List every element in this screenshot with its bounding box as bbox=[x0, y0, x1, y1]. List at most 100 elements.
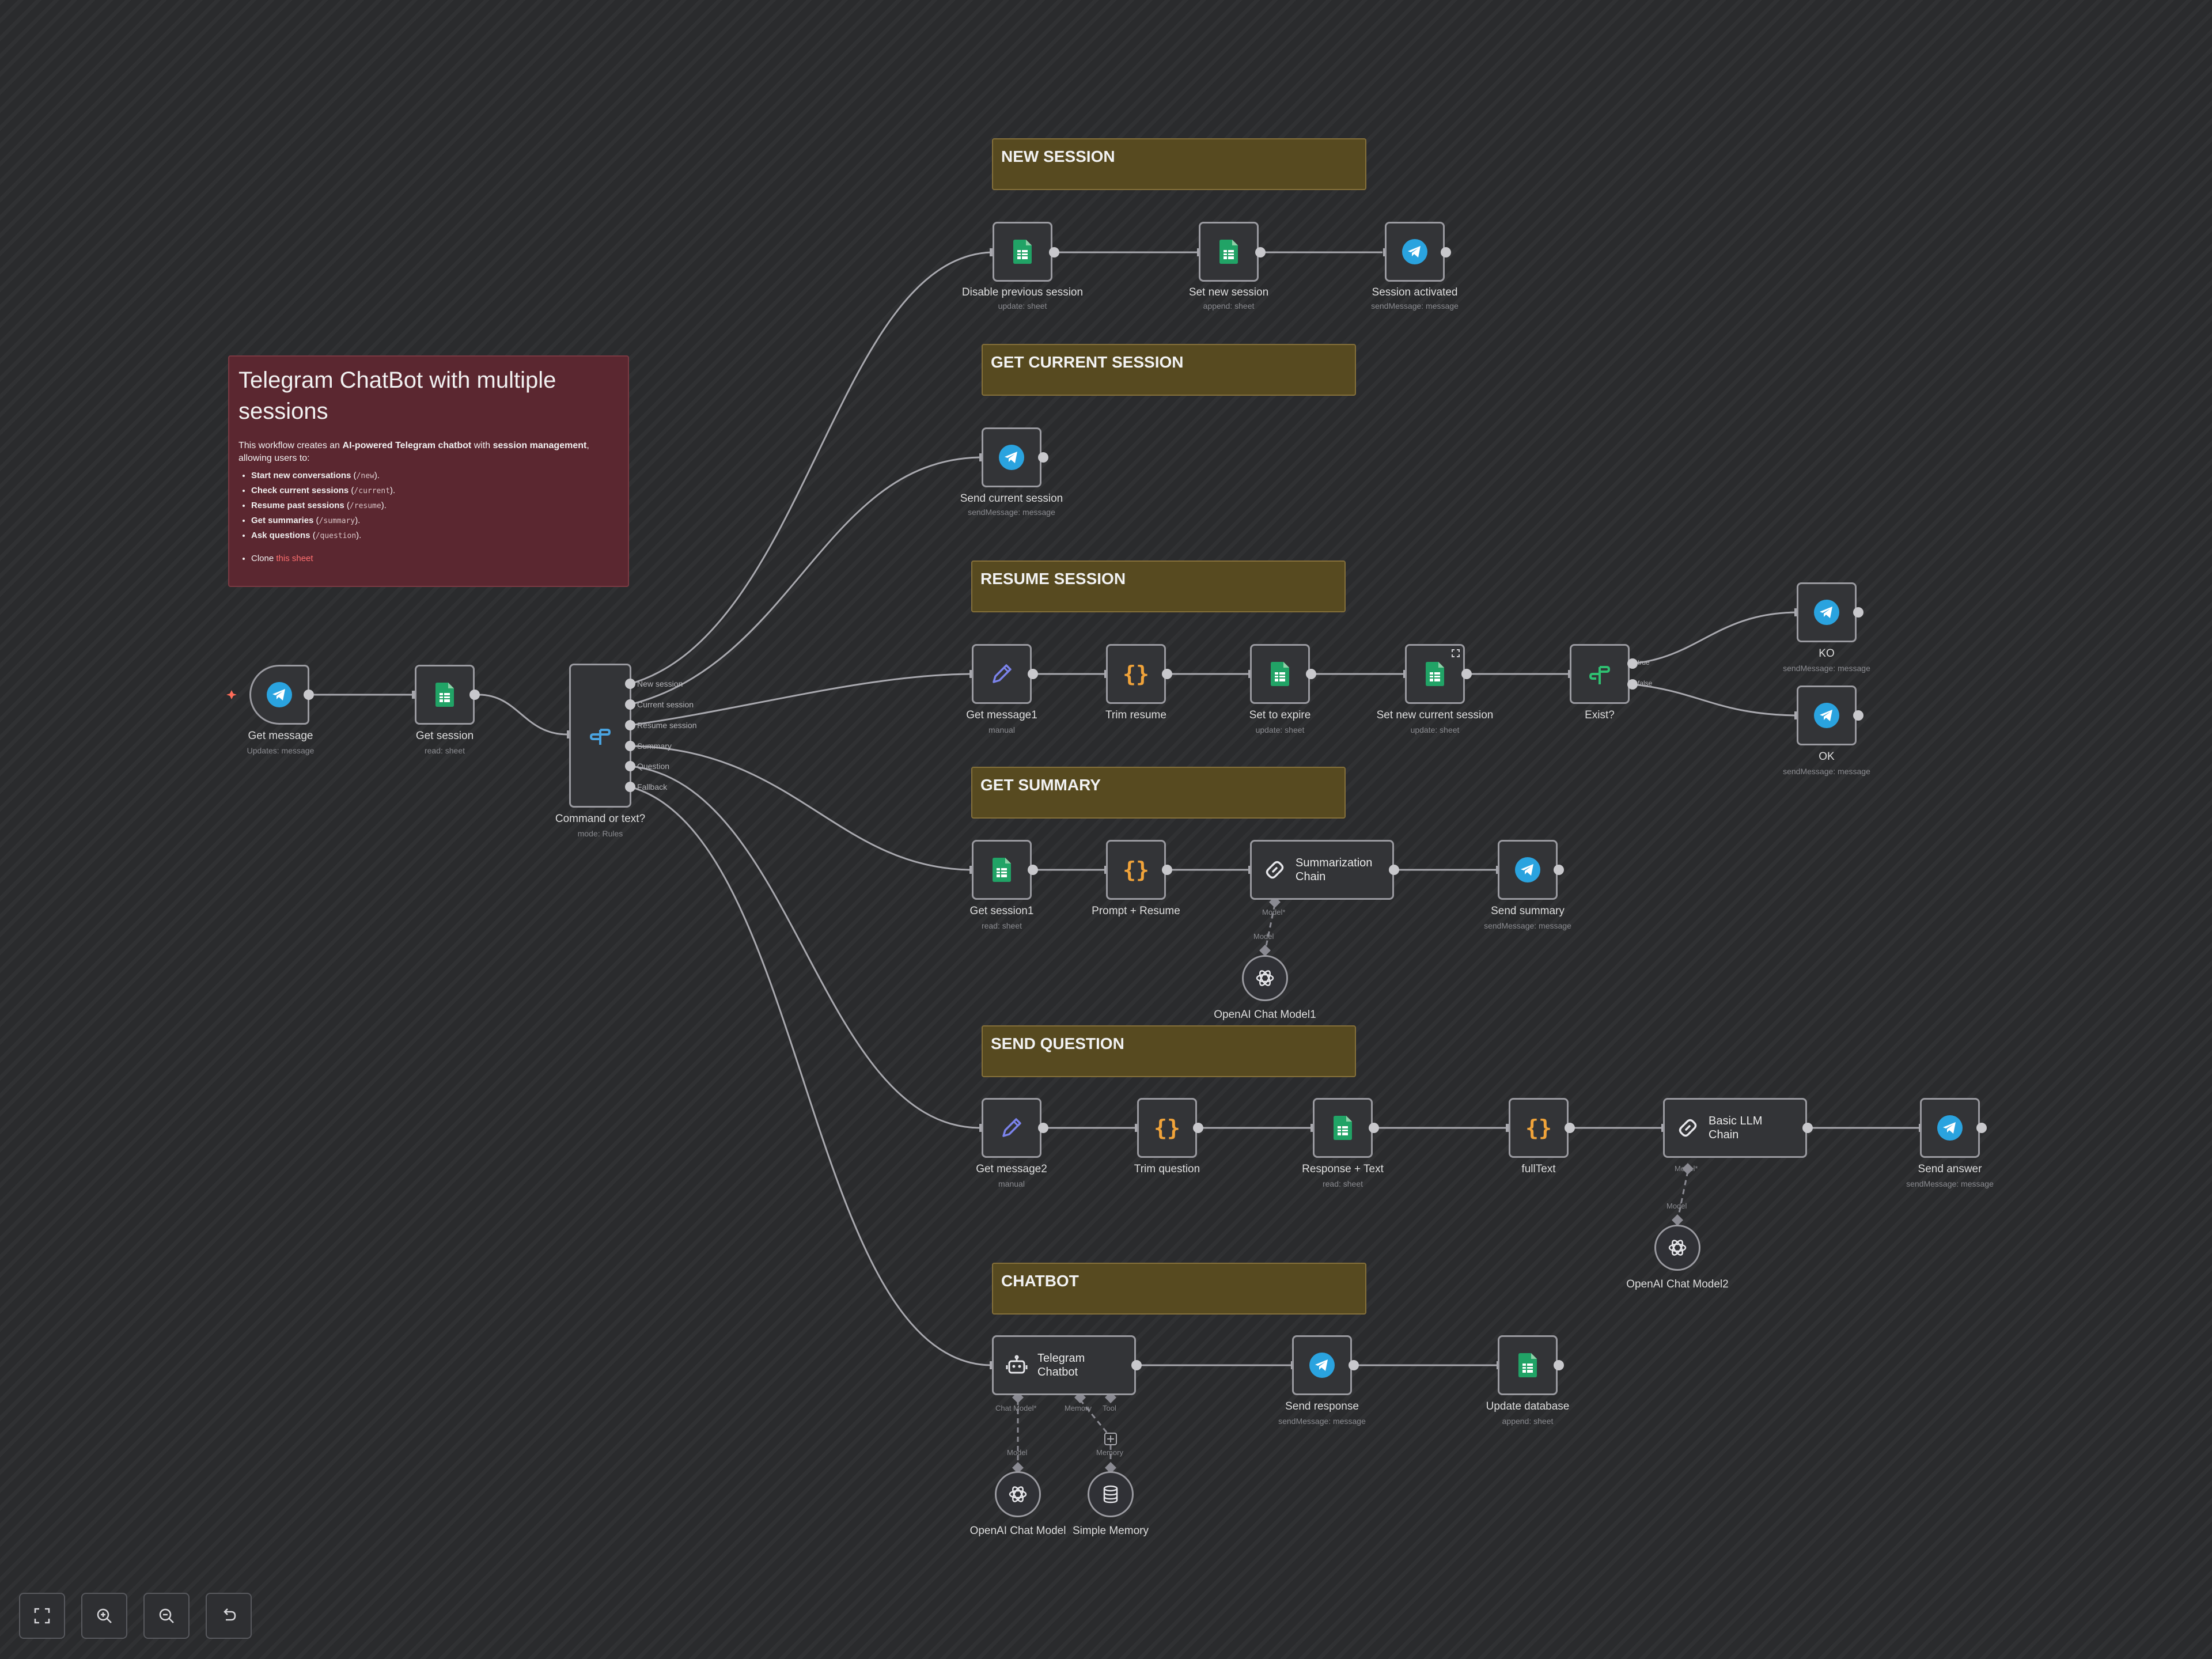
list-item: Check current sessions (/current). bbox=[251, 483, 619, 498]
node-trim-resume[interactable]: {} bbox=[1106, 644, 1166, 704]
node-get-session1[interactable] bbox=[972, 840, 1032, 900]
sticky-get-summary[interactable]: GET SUMMARY bbox=[971, 767, 1346, 819]
node-exist[interactable] bbox=[1570, 644, 1630, 704]
robot-icon bbox=[1006, 1355, 1028, 1374]
node-label: fullText bbox=[1521, 1163, 1556, 1175]
node-send-answer[interactable] bbox=[1920, 1098, 1980, 1158]
node-label: Command or text? bbox=[555, 813, 646, 825]
zoom-in-icon bbox=[97, 1608, 112, 1623]
output-port[interactable] bbox=[1565, 1123, 1575, 1133]
output-port-question[interactable] bbox=[625, 761, 635, 771]
output-port[interactable] bbox=[1389, 865, 1399, 875]
output-port-current-session[interactable] bbox=[625, 699, 635, 710]
node-label: Simple Memory bbox=[1073, 1525, 1149, 1537]
output-port-resume-session[interactable] bbox=[625, 720, 635, 730]
zoom-out-button[interactable] bbox=[143, 1593, 190, 1639]
note-intro: This workflow creates an AI-powered Tele… bbox=[238, 441, 589, 463]
node-command-or-text[interactable] bbox=[569, 664, 631, 808]
node-send-current-session[interactable] bbox=[982, 427, 1041, 487]
node-basic-llm-chain[interactable]: Basic LLM Chain bbox=[1663, 1098, 1807, 1158]
output-port[interactable] bbox=[1306, 669, 1316, 679]
node-summarization-chain[interactable]: Summarization Chain bbox=[1250, 840, 1394, 900]
node-openai-chat-model[interactable] bbox=[995, 1471, 1041, 1517]
node-response-text[interactable] bbox=[1313, 1098, 1373, 1158]
output-port[interactable] bbox=[1255, 247, 1266, 257]
fit-view-button[interactable] bbox=[19, 1593, 65, 1639]
node-disable-previous-session[interactable] bbox=[993, 222, 1052, 282]
node-openai-chat-model1[interactable] bbox=[1242, 955, 1288, 1001]
output-port[interactable] bbox=[1049, 247, 1059, 257]
google-sheets-icon bbox=[993, 858, 1011, 882]
node-label: Get session bbox=[415, 730, 474, 742]
output-port-new-session[interactable] bbox=[625, 679, 635, 689]
port-label: Tool bbox=[1103, 1404, 1116, 1412]
output-port-false[interactable] bbox=[1627, 679, 1638, 690]
google-sheets-icon bbox=[1013, 240, 1032, 264]
node-set-new-current-session[interactable] bbox=[1405, 644, 1465, 704]
output-port[interactable] bbox=[1441, 247, 1451, 257]
chain-link-icon bbox=[1679, 1119, 1697, 1137]
output-port-true[interactable] bbox=[1627, 658, 1638, 669]
telegram-icon bbox=[1814, 600, 1839, 625]
output-port[interactable] bbox=[1028, 865, 1038, 875]
output-port-summary[interactable] bbox=[625, 741, 635, 751]
node-get-session[interactable] bbox=[415, 665, 475, 725]
output-label: Question bbox=[637, 762, 670, 771]
workflow-description-note[interactable]: Telegram ChatBot with multiple sessions … bbox=[228, 355, 629, 587]
node-subtitle: read: sheet bbox=[1322, 1179, 1363, 1188]
output-port-fallback[interactable] bbox=[625, 782, 635, 792]
output-port[interactable] bbox=[1038, 1123, 1048, 1133]
reset-zoom-button[interactable] bbox=[206, 1593, 252, 1639]
ai-connection bbox=[1264, 904, 1276, 952]
output-port[interactable] bbox=[304, 690, 314, 700]
google-sheets-icon bbox=[1518, 1353, 1537, 1377]
node-session-activated[interactable] bbox=[1385, 222, 1445, 282]
sheet-link[interactable]: this sheet bbox=[276, 554, 313, 563]
output-port[interactable] bbox=[1038, 452, 1048, 463]
zoom-in-button[interactable] bbox=[81, 1593, 127, 1639]
output-port[interactable] bbox=[1162, 669, 1172, 679]
node-get-message2[interactable] bbox=[982, 1098, 1041, 1158]
node-telegram-chatbot[interactable]: Telegram Chatbot bbox=[992, 1335, 1136, 1395]
node-trim-question[interactable]: {} bbox=[1137, 1098, 1197, 1158]
node-prompt-resume[interactable]: {} bbox=[1106, 840, 1166, 900]
node-set-new-session[interactable] bbox=[1199, 222, 1259, 282]
output-port[interactable] bbox=[1853, 710, 1863, 721]
output-port[interactable] bbox=[1802, 1123, 1813, 1133]
sticky-send-question[interactable]: SEND QUESTION bbox=[982, 1025, 1356, 1077]
node-openai-chat-model2[interactable] bbox=[1654, 1225, 1700, 1271]
output-port[interactable] bbox=[1461, 669, 1472, 679]
sticky-get-current-session[interactable]: GET CURRENT SESSION bbox=[982, 344, 1356, 396]
output-port[interactable] bbox=[1554, 865, 1564, 875]
sticky-new-session[interactable]: NEW SESSION bbox=[992, 138, 1366, 190]
node-get-message[interactable] bbox=[249, 665, 309, 725]
sticky-chatbot[interactable]: CHATBOT bbox=[992, 1263, 1366, 1315]
google-sheets-icon bbox=[1426, 662, 1444, 686]
output-port[interactable] bbox=[1131, 1360, 1142, 1370]
output-port[interactable] bbox=[1554, 1360, 1564, 1370]
port-label: Model bbox=[1666, 1202, 1687, 1210]
node-label: Trim resume bbox=[1105, 709, 1166, 721]
output-port[interactable] bbox=[1193, 1123, 1203, 1133]
output-port[interactable] bbox=[1028, 669, 1038, 679]
database-icon bbox=[1103, 1485, 1118, 1503]
node-send-response[interactable] bbox=[1292, 1335, 1352, 1395]
node-update-database[interactable] bbox=[1498, 1335, 1558, 1395]
node-ok[interactable] bbox=[1797, 685, 1857, 745]
node-fulltext[interactable]: {} bbox=[1509, 1098, 1569, 1158]
sticky-resume-session[interactable]: RESUME SESSION bbox=[971, 560, 1346, 612]
node-label: Get message bbox=[248, 730, 313, 742]
output-port[interactable] bbox=[469, 690, 480, 700]
node-get-message1[interactable] bbox=[972, 644, 1032, 704]
output-port[interactable] bbox=[1976, 1123, 1987, 1133]
output-port[interactable] bbox=[1853, 607, 1863, 618]
output-port[interactable] bbox=[1369, 1123, 1379, 1133]
node-send-summary[interactable] bbox=[1498, 840, 1558, 900]
node-ko[interactable] bbox=[1797, 582, 1857, 642]
port-label: Model bbox=[1253, 932, 1274, 941]
node-simple-memory[interactable] bbox=[1088, 1471, 1134, 1517]
output-port[interactable] bbox=[1349, 1360, 1359, 1370]
output-port[interactable] bbox=[1162, 865, 1172, 875]
node-set-to-expire[interactable] bbox=[1250, 644, 1310, 704]
